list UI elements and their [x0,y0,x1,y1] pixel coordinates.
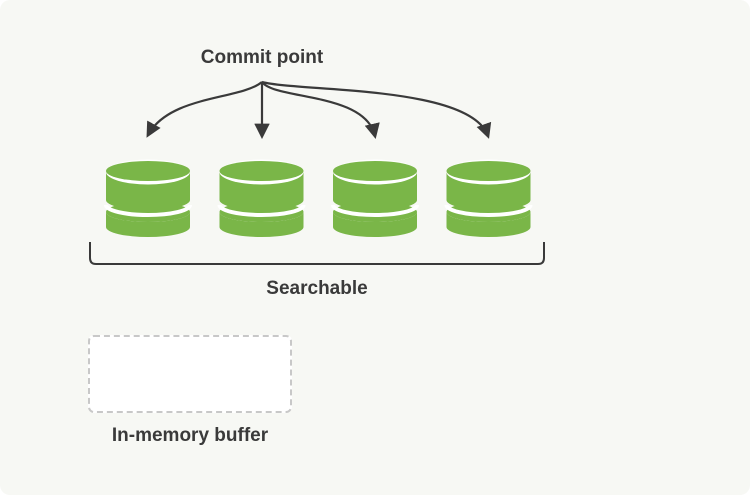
commit-arrows [146,80,492,140]
segment-icon [217,159,306,237]
commit-arrow-1 [146,81,263,138]
in-memory-buffer-box [88,335,292,413]
in-memory-buffer-label: In-memory buffer [111,425,269,446]
commit-arrow-3 [261,81,380,140]
searchable-label: Searchable [266,278,368,299]
segment-icon [104,159,192,237]
segments-group [104,159,533,237]
segment-icon [331,159,419,237]
searchable-bracket [89,242,545,265]
commit-point-label: Commit point [200,47,324,68]
commit-arrow-4 [261,80,492,139]
segment-icon [444,159,533,237]
